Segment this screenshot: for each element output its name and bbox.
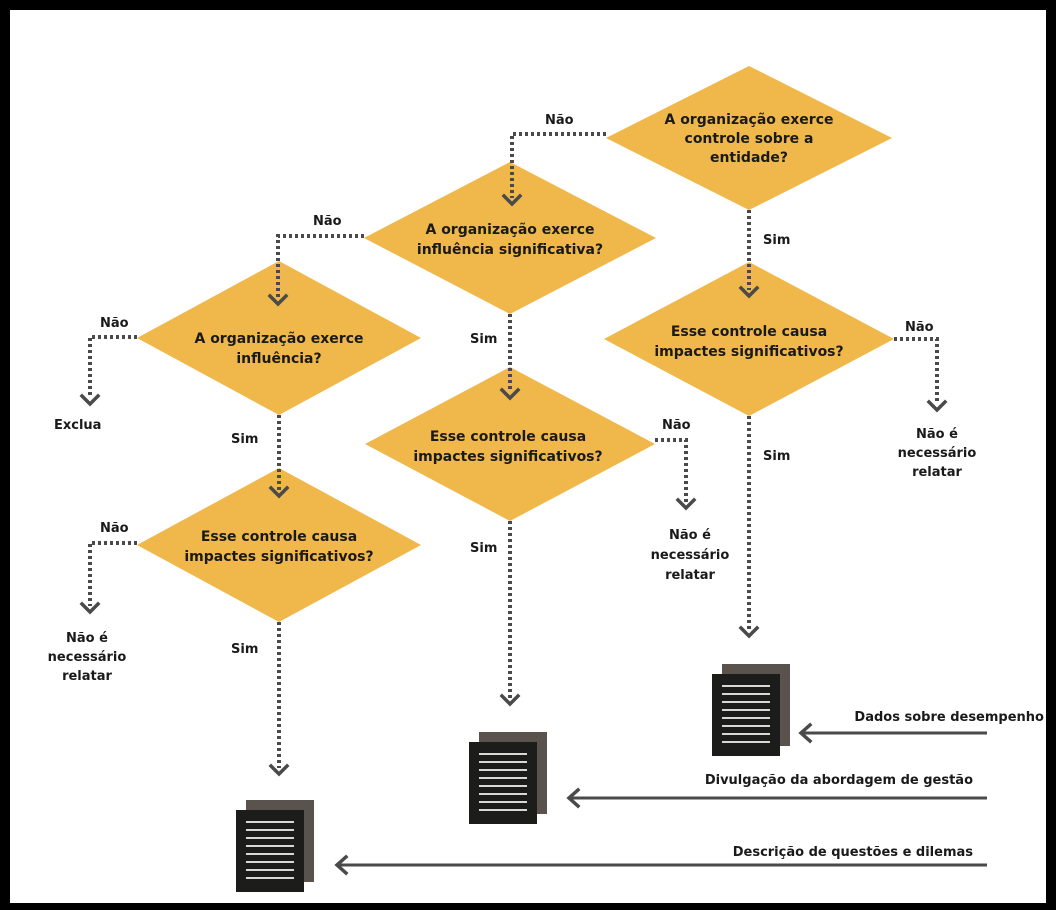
outcome-not-required-line-2: necessário (651, 548, 730, 563)
decision-impact-control-line-1: Esse controle causa (671, 324, 827, 340)
decision-impact-significant-line-2: impactes significativos? (413, 449, 602, 465)
decision-impact-significant-line-1: Esse controle causa (430, 429, 586, 445)
decision-control-line-1: A organização exerce (664, 112, 833, 128)
label-yes: Sim (470, 332, 497, 347)
arrow-chevron-icon (267, 293, 289, 307)
decision-influence-line-2: influência? (236, 351, 321, 367)
input-performance-data: Dados sobre desempenho (854, 710, 1044, 725)
decision-impact-influence-diamond (137, 468, 421, 622)
label-no: Não (545, 113, 574, 128)
outcome-not-required-line-1: Não é (669, 528, 711, 543)
decision-influence-line-1: A organização exerce (194, 331, 363, 347)
document-icon (712, 664, 790, 756)
outcome-not-required-line-2: necessário (48, 650, 127, 665)
decision-impact-control-diamond (604, 262, 894, 416)
outcome-exclude: Exclua (54, 418, 101, 433)
input-issues-dilemmas: Descrição de questões e dilemas (733, 845, 974, 860)
arrow-chevron-icon (738, 285, 760, 299)
arrow-chevron-icon (738, 625, 760, 639)
arrow-chevron-icon (499, 693, 521, 707)
arrow-chevron-icon (499, 387, 521, 401)
decision-impact-control-line-2: impactes significativos? (654, 344, 843, 360)
decision-impact-influence-line-1: Esse controle causa (201, 529, 357, 545)
outcome-not-required-line-1: Não é (916, 427, 958, 442)
outcome-not-required-line-3: relatar (62, 669, 112, 684)
arrow-left-icon (798, 722, 813, 744)
arrow-chevron-icon (675, 497, 697, 511)
label-no: Não (100, 521, 129, 536)
connector-impact-significant-no (655, 438, 688, 502)
outcome-not-required-line-1: Não é (66, 631, 108, 646)
arrow-left-icon (566, 787, 581, 809)
label-yes: Sim (763, 233, 790, 248)
label-no: Não (662, 418, 691, 433)
decision-significant-influence-line-1: A organização exerce (425, 222, 594, 238)
connector-control-no (510, 132, 606, 198)
input-management-approach: Divulgação da abordagem de gestão (705, 773, 973, 788)
decision-influence-diamond (137, 261, 421, 415)
arrow-chevron-icon (268, 485, 290, 499)
label-no: Não (100, 316, 129, 331)
arrow-left-icon (334, 854, 349, 876)
outcome-not-required-line-3: relatar (665, 568, 715, 583)
decision-impact-influence-line-2: impactes significativos? (184, 549, 373, 565)
label-yes: Sim (763, 449, 790, 464)
decision-significant-influence-line-2: influência significativa? (417, 242, 603, 258)
connector-impact-control-no (894, 337, 939, 404)
arrow-chevron-icon (268, 763, 290, 777)
document-icon (236, 800, 314, 892)
label-no: Não (313, 214, 342, 229)
arrow-chevron-icon (79, 601, 101, 615)
decision-impact-significant-diamond (365, 367, 655, 521)
document-icon (469, 732, 547, 824)
arrow-chevron-icon (926, 399, 948, 413)
decision-control-line-3: entidade? (710, 150, 788, 166)
arrow-chevron-icon (501, 193, 523, 207)
outcome-not-required-line-2: necessário (898, 446, 977, 461)
label-yes: Sim (231, 432, 258, 447)
label-no: Não (905, 320, 934, 335)
connector-impact-influence-no (88, 541, 137, 606)
decision-control-diamond (606, 66, 892, 210)
decision-control-line-2: controle sobre a (685, 131, 814, 147)
decision-significant-influence-diamond (364, 162, 656, 314)
label-yes: Sim (470, 541, 497, 556)
connector-influence-no (88, 335, 137, 398)
outcome-not-required-line-3: relatar (912, 465, 962, 480)
label-yes: Sim (231, 642, 258, 657)
connector-significant-influence-no (276, 234, 364, 298)
arrow-chevron-icon (79, 393, 101, 407)
